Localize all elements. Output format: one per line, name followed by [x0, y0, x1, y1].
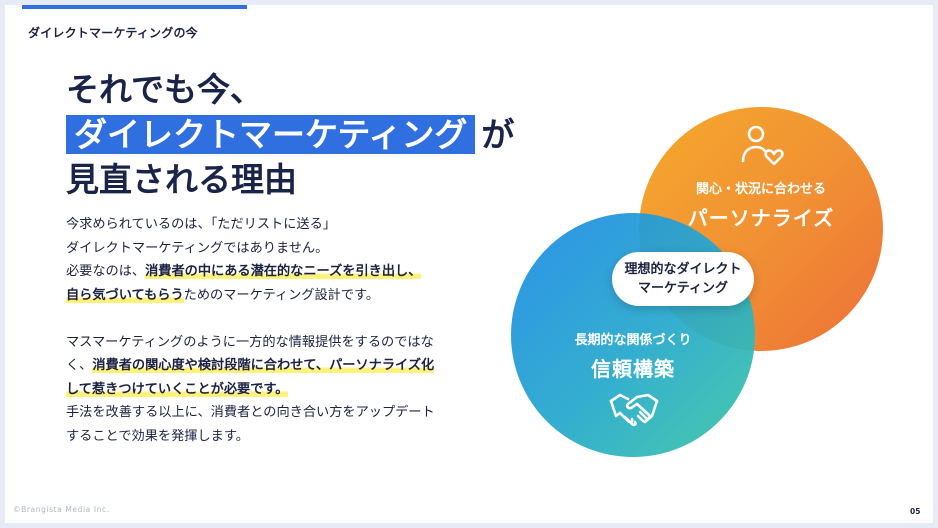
body-highlight: して惹きつけていくことが必要です。	[66, 381, 289, 397]
body-line: して惹きつけていくことが必要です。	[66, 378, 435, 402]
body-line: 必要なのは、消費者の中にある潜在的なニーズを引き出し、	[66, 260, 435, 284]
blue-circle-caption: 長期的な関係づくり	[574, 333, 692, 348]
body-line: 今求められているのは、「ただリストに送る」	[66, 217, 336, 232]
headline-highlight: ダイレクトマーケティング	[66, 115, 476, 154]
headline-line-1: それでも今、	[66, 70, 264, 109]
center-line-1: 理想的なダイレクト	[624, 262, 742, 277]
handshake-icon	[609, 393, 659, 427]
orange-circle-title: パーソナライズ	[687, 206, 835, 230]
body-text: 今求められているのは、「ただリストに送る」 ダイレクトマーケティングではありませ…	[66, 213, 435, 448]
body-line: 自ら気づいてもらうためのマーケティング設計です。	[66, 284, 435, 308]
headline-line-2-suffix: が	[481, 115, 515, 154]
center-pill: 理想的なダイレクト マーケティング	[612, 252, 754, 306]
page-number: 05	[910, 507, 921, 516]
headline-line-2: ダイレクトマーケティングが	[66, 112, 514, 157]
center-line-2: マーケティング	[638, 281, 728, 296]
headline-line-3: 見直される理由	[66, 160, 297, 199]
section-label: ダイレクトマーケティングの今	[28, 26, 198, 40]
body-highlight: 消費者の中にある潜在的なニーズを引き出し、	[145, 264, 422, 279]
accent-bar	[22, 5, 247, 9]
body-line: 手法を改善する以上に、消費者との向き合い方をアップデート	[66, 405, 435, 420]
body-line: ダイレクトマーケティングではありません。	[66, 240, 329, 256]
slide: ダイレクトマーケティングの今 それでも今、 ダイレクトマーケティングが 見直され…	[5, 5, 933, 523]
body-line: することで効果を発揮します。	[66, 428, 249, 444]
body-line: マスマーケティングのように一方的な情報提供をするのではな	[66, 334, 434, 350]
headline: それでも今、 ダイレクトマーケティングが 見直される理由	[66, 67, 514, 202]
body-text-plain: く、	[66, 358, 93, 373]
person-heart-icon	[741, 125, 784, 166]
blue-circle-title: 信頼構築	[591, 357, 675, 381]
body-highlight: 自ら気づいてもらう	[66, 287, 184, 303]
orange-circle-caption: 関心・状況に合わせる	[695, 182, 826, 197]
paragraph-gap	[66, 307, 435, 331]
body-text-plain: ためのマーケティング設計です。	[183, 287, 380, 303]
body-line: く、消費者の関心度や検討段階に合わせて、パーソナライズ化	[66, 354, 435, 378]
body-text-plain: 必要なのは、	[66, 264, 146, 279]
copyright: ©Brangista Media Inc.	[13, 505, 110, 514]
body-highlight: 消費者の関心度や検討段階に合わせて、パーソナライズ化	[92, 358, 435, 373]
